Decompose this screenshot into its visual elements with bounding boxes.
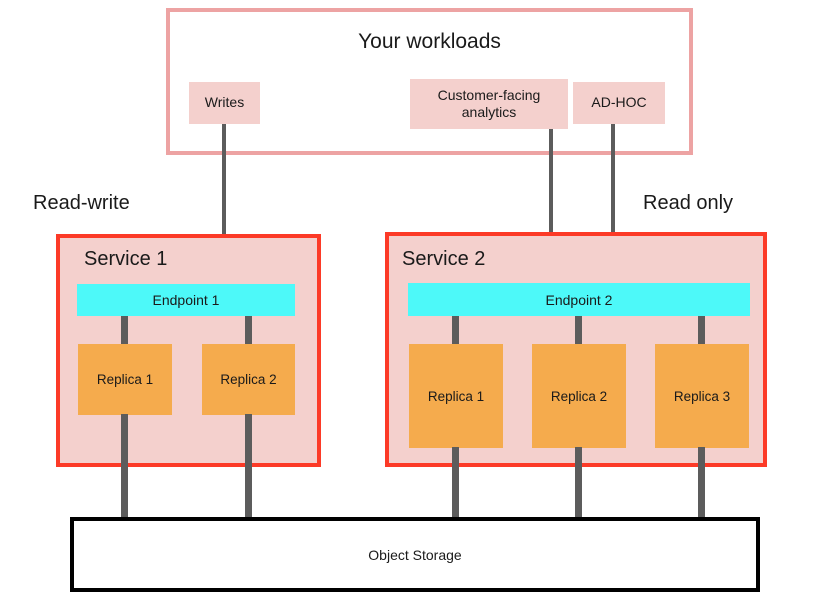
- workload-chip-ad-hoc[interactable]: AD-HOC: [573, 82, 665, 124]
- service-2-replica-3[interactable]: Replica 3: [655, 344, 749, 448]
- service-2-replica-2[interactable]: Replica 2: [532, 344, 626, 448]
- connector-service1-replica2-storage: [245, 414, 252, 518]
- service-2-title: Service 2: [402, 248, 486, 270]
- workload-chip-customer-facing-analytics[interactable]: Customer-facing analytics: [410, 79, 568, 129]
- service-1-replica-2[interactable]: Replica 2: [202, 344, 295, 415]
- label-read-only: Read only: [643, 192, 734, 214]
- connector-service1-replica1-storage: [121, 414, 128, 518]
- flow-arrow-adhoc-line: [611, 124, 615, 268]
- flow-arrow-writes-line: [222, 124, 226, 256]
- label-read-write: Read-write: [33, 192, 130, 214]
- connector-service2-replica3-storage: [698, 447, 705, 518]
- object-storage-box[interactable]: Object Storage: [70, 517, 760, 592]
- connector-endpoint1-replica1: [121, 315, 128, 346]
- service-1-replica-1[interactable]: Replica 1: [78, 344, 172, 415]
- connector-endpoint1-replica2: [245, 315, 252, 346]
- service-1-endpoint[interactable]: Endpoint 1: [77, 284, 295, 316]
- connector-service2-replica1-storage: [452, 447, 459, 518]
- service-2-endpoint[interactable]: Endpoint 2: [408, 283, 750, 316]
- connector-endpoint2-replica1: [452, 315, 459, 346]
- service-1-title: Service 1: [84, 248, 168, 270]
- connector-endpoint2-replica3: [698, 315, 705, 346]
- connector-endpoint2-replica2: [575, 315, 582, 346]
- workloads-title: Your workloads: [358, 30, 501, 53]
- connector-service2-replica2-storage: [575, 447, 582, 518]
- service-2-replica-1[interactable]: Replica 1: [409, 344, 503, 448]
- workload-chip-writes[interactable]: Writes: [189, 82, 260, 124]
- flow-arrow-analytics-line: [549, 129, 553, 268]
